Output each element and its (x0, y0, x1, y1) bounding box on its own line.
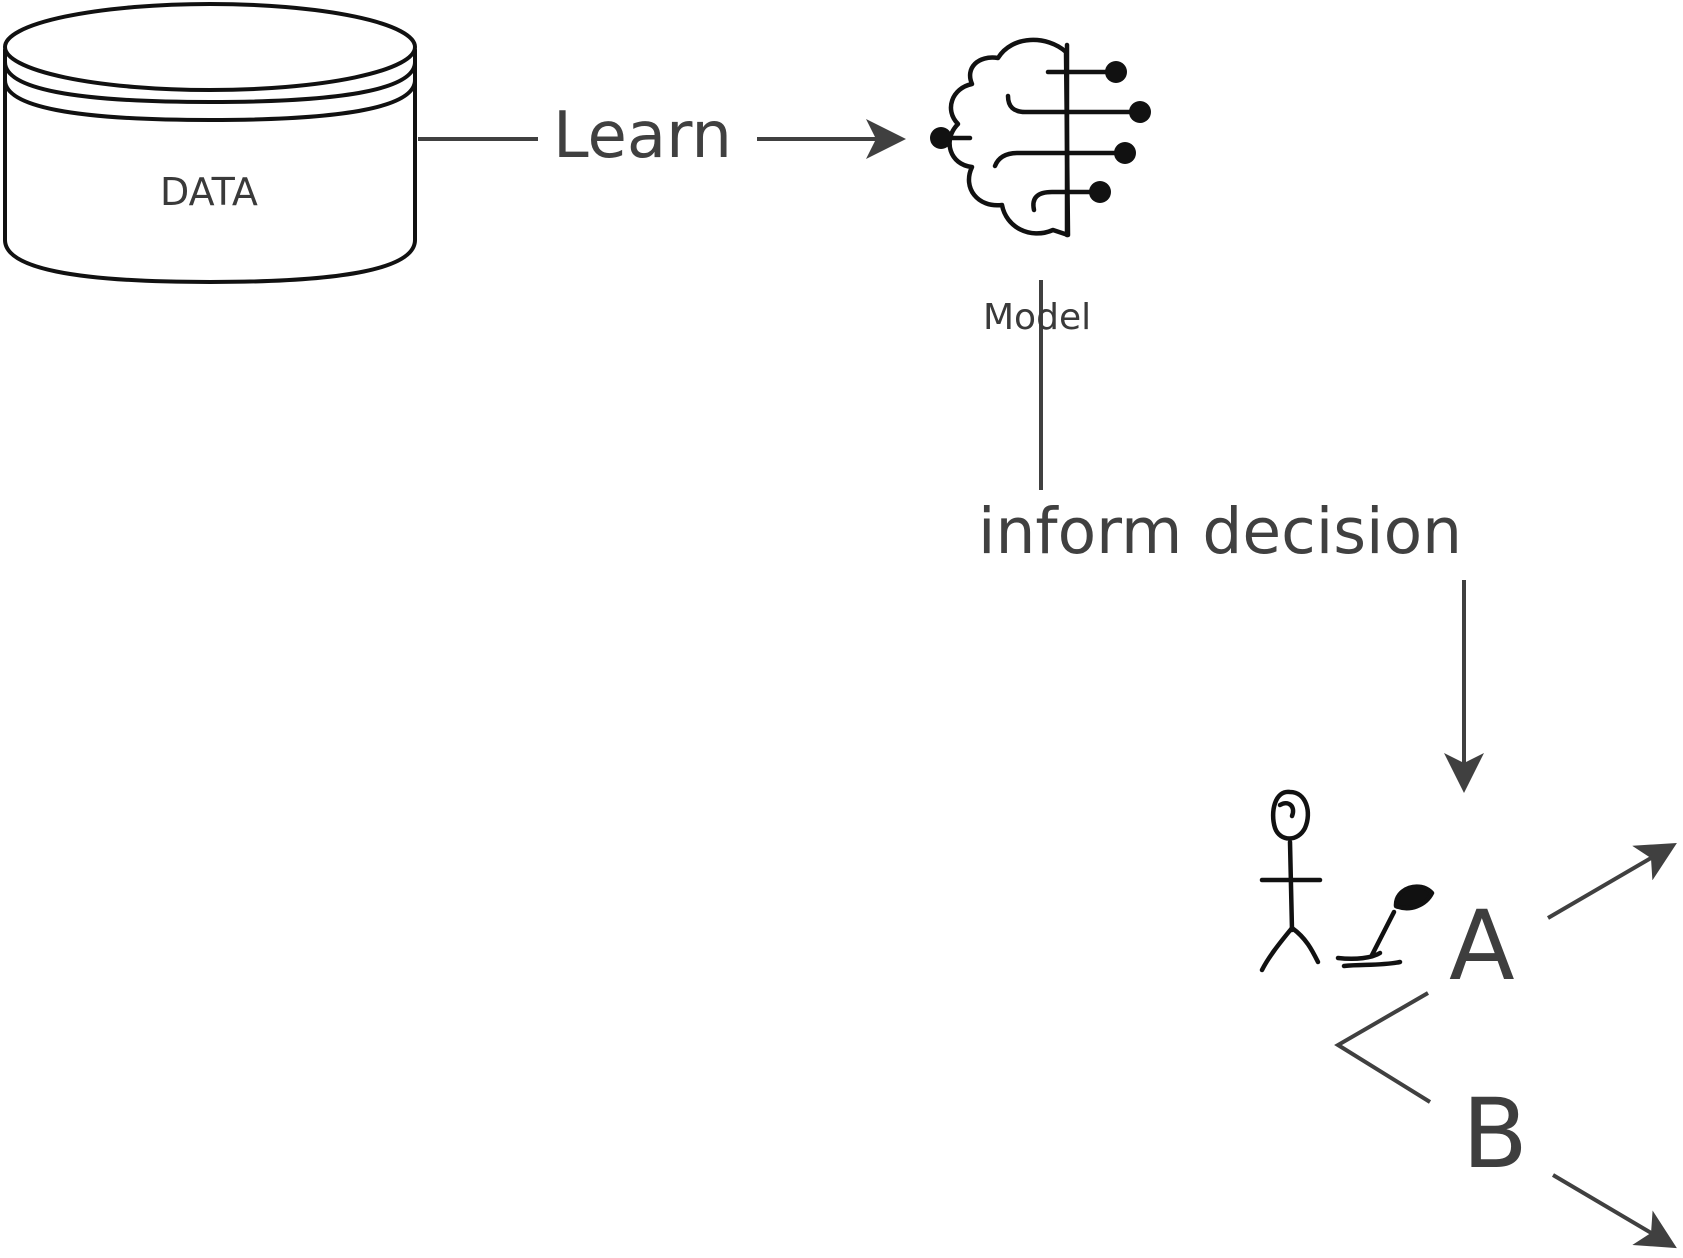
learn-label: Learn (553, 99, 732, 173)
person-at-desk-lamp-icon (1259, 789, 1435, 973)
ai-brain-icon[interactable] (930, 37, 1151, 238)
model-label: Model (983, 297, 1092, 338)
option-b-label[interactable]: B (1462, 1078, 1528, 1190)
decision-branch (1334, 842, 1677, 1249)
data-label: DATA (160, 170, 258, 214)
inform-edge (1039, 280, 1484, 793)
database-cylinder-icon[interactable] (2, 2, 417, 285)
option-a-arrow (1546, 842, 1677, 920)
option-a-label[interactable]: A (1449, 890, 1515, 1002)
inform-decision-label: inform decision (978, 495, 1463, 568)
branch-bracket (1334, 991, 1432, 1104)
option-b-arrow (1551, 1173, 1677, 1249)
